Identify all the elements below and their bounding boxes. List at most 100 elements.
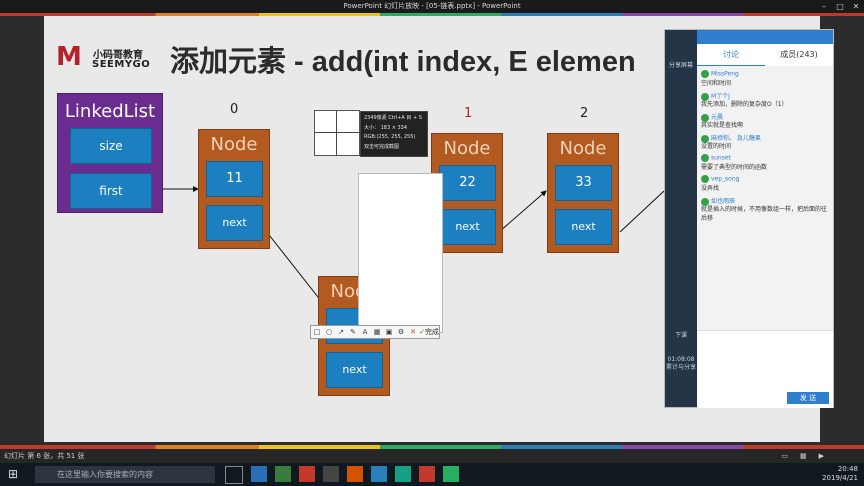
tooltip-line: 双击可完成截图 — [364, 143, 400, 150]
message-text: 其实就是查找啊 — [701, 122, 744, 129]
index-label-0: 0 — [230, 102, 239, 117]
start-icon[interactable]: ⊞ — [8, 467, 19, 481]
app-icon-6[interactable] — [371, 466, 387, 482]
avatar — [701, 197, 709, 206]
tooltip-line: 大小： 183 × 334 — [364, 124, 408, 131]
node-2: Node 33 next — [547, 133, 619, 253]
sorter-view-icon[interactable]: ▦ — [799, 452, 807, 460]
chat-message: sunset 需要了典型的时间的函数 — [701, 154, 831, 171]
message-text: 没弄找 — [701, 185, 720, 192]
taskbar-clock[interactable]: 20:48 2019/4/21 — [822, 465, 858, 483]
logo-en-text: SEEMYGO — [92, 59, 151, 70]
taskbar-search[interactable]: 在这里输入你要搜索的内容 — [35, 466, 215, 483]
window-titlebar: PowerPoint 幻灯片放映 - [05-链表.pptx] - PowerP… — [0, 0, 864, 13]
clock-date: 2019/4/21 — [822, 474, 858, 482]
timer-sub: 累计与分享 — [665, 364, 696, 371]
node-title: Node — [559, 138, 607, 159]
node-next: next — [326, 352, 383, 388]
end-class-button[interactable]: 下课 — [674, 332, 687, 339]
mosaic-icon[interactable]: ▦ — [373, 328, 381, 336]
size-field: size — [70, 128, 152, 164]
linkedlist-title: LinkedList — [64, 101, 156, 122]
sender-name: MissPeng — [711, 70, 739, 78]
minimize-button[interactable]: – — [822, 2, 826, 11]
node-1: Node 22 next — [431, 133, 503, 253]
close-button[interactable]: ✕ — [852, 2, 860, 11]
text-icon[interactable]: A — [362, 328, 368, 336]
app-icon-7[interactable] — [395, 466, 411, 482]
logo-mark: M — [56, 42, 82, 72]
node-value: 33 — [555, 165, 612, 201]
chat-message: 元晨其实就是查找啊 — [701, 112, 831, 129]
capture-toolbar: □ ○ ↗ ✎ A ▦ ▣ ⚙ ✕ ✓完成 — [310, 325, 440, 339]
chat-message: 麻烦你。 急儿糖果设置的时间 — [701, 133, 831, 150]
timer-info: 01:08:08 累计与分享 — [665, 356, 697, 372]
slide-title: 添加元素 - add(int index, E elemen — [170, 46, 636, 78]
message-text: 设置的时间 — [701, 143, 732, 150]
tooltip-line: RGB:(255, 255, 255) — [364, 134, 416, 140]
powerpoint-icon[interactable] — [299, 466, 315, 482]
avatar — [701, 154, 709, 162]
settings-icon[interactable]: ⚙ — [397, 328, 405, 336]
node-title: Node — [210, 134, 258, 155]
node-next: next — [439, 209, 496, 245]
app-icon-9[interactable] — [443, 466, 459, 482]
message-text: 空间和时间 — [701, 80, 732, 87]
chat-header — [697, 30, 833, 44]
save-icon[interactable]: ▣ — [385, 328, 393, 336]
chat-tabs: 讨论 成员(243) — [697, 44, 833, 66]
sender-name: 麻烦你。 急儿糖果 — [711, 135, 761, 142]
tab-members[interactable]: 成员(243) — [780, 50, 818, 59]
maximize-button[interactable]: □ — [836, 2, 844, 11]
node-0: Node 11 next — [198, 129, 270, 249]
share-screen-button[interactable]: 分享屏幕 — [668, 62, 693, 69]
top-color-stripe — [0, 13, 864, 16]
screen-capture-region[interactable] — [358, 173, 443, 333]
done-button[interactable]: ✓完成 — [419, 328, 439, 336]
cancel-icon[interactable]: ✕ — [410, 328, 416, 336]
app-icon-5[interactable] — [347, 466, 363, 482]
rectangle-icon[interactable]: □ — [313, 328, 321, 336]
sender-name: 如也雨辰 — [711, 198, 736, 205]
sender-name: M了个J — [711, 93, 730, 100]
avatar — [701, 113, 709, 122]
chat-sidebar: 分享屏幕 下课 — [665, 30, 697, 407]
avatar — [701, 92, 709, 101]
normal-view-icon[interactable]: ▭ — [781, 452, 788, 460]
node-next: next — [555, 209, 612, 245]
capture-tooltip: 2349像素 Ctrl+A 目 + S 大小： 183 × 334 RGB:(2… — [360, 111, 428, 157]
index-label-1: 1 — [464, 106, 473, 121]
send-button[interactable]: 发 送 — [787, 392, 829, 404]
arrow-icon[interactable]: ↗ — [338, 328, 344, 336]
message-text: 需要了典型的时间的函数 — [701, 164, 768, 171]
message-text: 就是插入的时候，不用像数组一样，把后面的往后移 — [701, 206, 828, 222]
chat-input-area[interactable]: 发 送 — [697, 330, 833, 408]
done-label: 完成 — [424, 328, 439, 336]
bottom-color-stripe — [0, 445, 864, 449]
node-next: next — [206, 205, 263, 241]
node-value: 11 — [206, 161, 263, 197]
ellipse-icon[interactable]: ○ — [325, 328, 333, 336]
avatar — [701, 175, 709, 183]
app-icon-1[interactable] — [251, 466, 267, 482]
avatar — [701, 70, 709, 78]
brush-icon[interactable]: ✎ — [350, 328, 356, 336]
first-field: first — [70, 173, 152, 209]
linkedlist-box: LinkedList size first — [57, 93, 163, 213]
taskview-icon[interactable] — [225, 466, 243, 484]
node-value: 22 — [439, 165, 496, 201]
app-icon-4[interactable] — [323, 466, 339, 482]
slide-counter: 幻灯片 第 6 张，共 51 张 — [4, 452, 85, 460]
slideshow-icon[interactable]: ▶ — [818, 452, 824, 460]
index-label-2: 2 — [580, 106, 589, 121]
logo-cn-text: 小码哥教育 — [93, 50, 143, 61]
sender-name: sunset — [711, 154, 731, 162]
clock-time: 20:48 — [837, 465, 858, 473]
app-icon-8[interactable] — [419, 466, 435, 482]
tab-discussion[interactable]: 讨论 — [697, 44, 765, 66]
app-icon-2[interactable] — [275, 466, 291, 482]
